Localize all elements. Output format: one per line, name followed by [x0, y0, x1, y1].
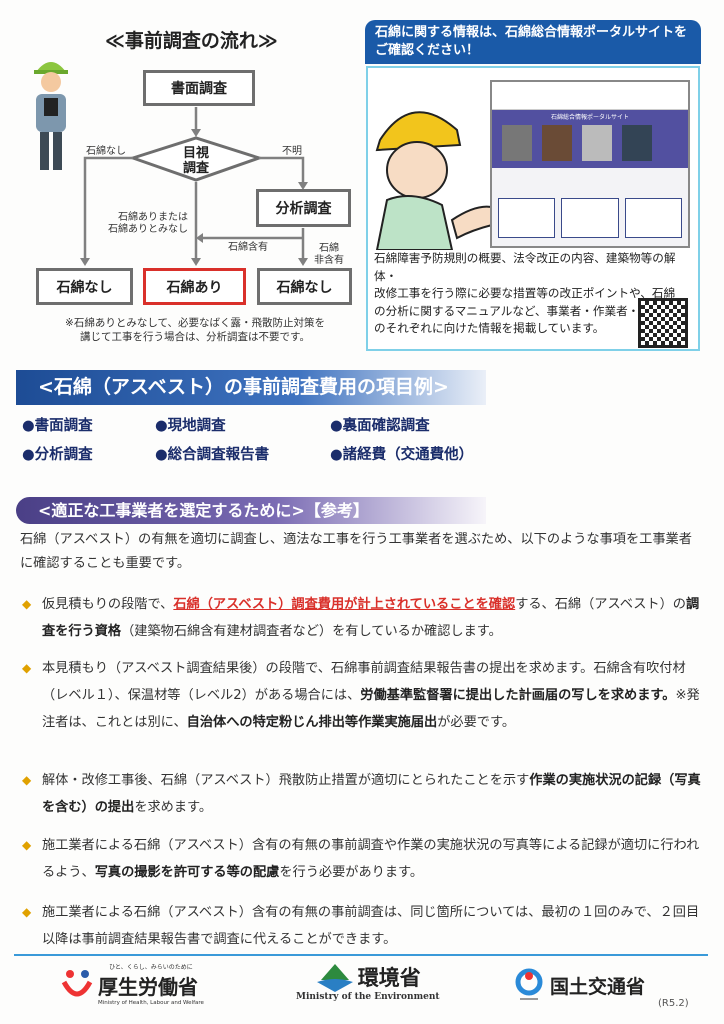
label-present-or-deemed: 石綿ありまたは石綿ありとみなし	[108, 212, 188, 235]
selection-intro: 石綿（アスベスト）の有無を適切に調査し、適法な工事を行う工事業者を選ぶため、以下…	[20, 532, 692, 571]
cost-item: ●書面調査	[22, 418, 93, 434]
bullet-item: ◆解体・改修工事後、石綿（アスベスト）飛散防止措置が適切にとられたことを示す作業…	[22, 767, 702, 821]
portal-site-title: 石綿総合情報ポータルサイト	[550, 114, 629, 121]
label-contains: 石綿含有	[228, 242, 268, 253]
analysis-box: 分析調査	[256, 189, 351, 227]
flow-title: ≪事前調査の流れ≫	[105, 30, 278, 52]
diamond-icon: ◆	[22, 838, 32, 852]
cost-item: ●現地調査	[155, 418, 226, 434]
portal-description: 石綿障害予防規則の概要、法令改正の内容、建築物等の解体・ 改修工事を行う際に必要…	[374, 251, 676, 335]
portal-panel: 石綿総合情報ポータルサイト 石綿障害予防規則の概要、法令改正の内容、建築物等の解…	[366, 66, 700, 351]
helmet-worker-illustration	[372, 90, 502, 251]
selection-heading: <適正な工事業者を選定するために>【参考】	[16, 497, 486, 524]
moe-emblem-icon	[316, 964, 353, 992]
mhlw-emblem-icon	[61, 970, 93, 997]
label-not-contains: 石綿非含有	[314, 243, 344, 266]
label-none: 石綿なし	[86, 146, 126, 157]
qr-code[interactable]	[638, 298, 688, 348]
flow-footnote: ※石綿ありとみなして、必要なばく露・飛散防止対策を講じて工事を行う場合は、分析調…	[65, 317, 325, 343]
cost-item: ●裏面確認調査	[330, 418, 430, 434]
portal-site-screenshot[interactable]: 石綿総合情報ポータルサイト	[490, 80, 690, 248]
document-check-box: 書面調査	[143, 70, 255, 106]
result-present: 石綿あり	[143, 268, 246, 305]
diamond-icon: ◆	[22, 597, 32, 611]
portal-heading: 石綿に関する情報は、石綿総合情報ポータルサイトをご確認ください！	[365, 20, 701, 64]
cost-item: ●諸経費（交通費他）	[330, 447, 474, 463]
label-unknown: 不明	[282, 146, 302, 157]
footer-divider	[14, 954, 708, 956]
cost-item: ●分析調査	[22, 447, 93, 463]
diamond-icon: ◆	[22, 773, 32, 787]
visual-check-label: 目視調査	[182, 146, 209, 176]
bullet-item: ◆本見積もり（アスベスト調査結果後）の段階で、石綿事前調査結果報告書の提出を求め…	[22, 655, 702, 736]
worker-illustration	[30, 52, 72, 172]
flow-connectors	[80, 107, 308, 266]
cost-items-heading: <石綿（アスベスト）の事前調査費用の項目例>	[16, 370, 486, 405]
diamond-icon: ◆	[22, 661, 32, 675]
revision-label: (R5.2)	[658, 998, 689, 1009]
mlit-emblem-icon	[515, 968, 543, 1000]
mhlw-logo: ひと、くらし、みらいのために 厚生労働省 Ministry of Health,…	[60, 962, 204, 1006]
bullet-item: ◆施工業者による石綿（アスベスト）含有の有無の事前調査は、同じ箇所については、最…	[22, 899, 702, 953]
cost-item: ●総合調査報告書	[155, 447, 270, 463]
bullet-item: ◆施工業者による石綿（アスベスト）含有の有無の事前調査や作業の実施状況の写真等に…	[22, 832, 702, 886]
mlit-logo: 国土交通省	[514, 968, 645, 1002]
diamond-icon: ◆	[22, 905, 32, 919]
result-none-right: 石綿なし	[257, 268, 352, 305]
bullet-item: ◆仮見積もりの段階で、石綿（アスベスト）調査費用が計上されていることを確認する、…	[22, 591, 702, 645]
result-none-left: 石綿なし	[36, 268, 133, 305]
moe-logo: 環境省 Ministry of the Environment	[296, 962, 440, 1002]
